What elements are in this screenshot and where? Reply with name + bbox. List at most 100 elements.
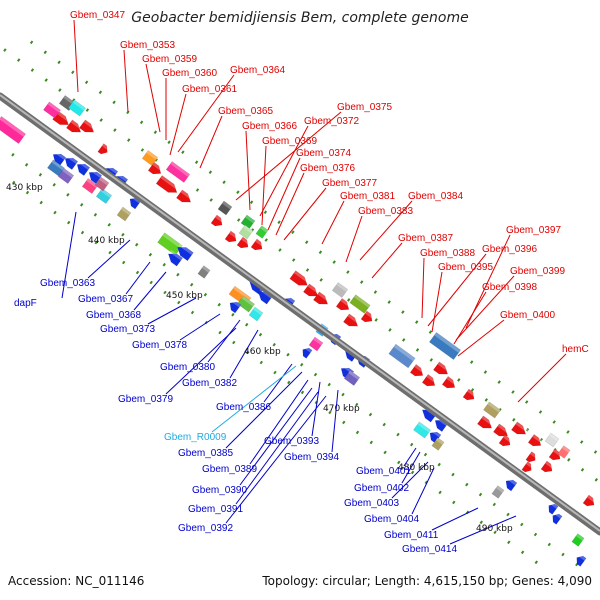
tick-mark xyxy=(25,190,30,195)
tick-mark xyxy=(396,432,400,437)
tick-mark xyxy=(194,160,199,165)
gene-feature xyxy=(155,175,180,193)
gene-feature xyxy=(79,119,97,133)
gene-feature xyxy=(255,225,269,239)
gene-shine xyxy=(414,364,426,374)
gene-label: Gbem_0361 xyxy=(182,84,237,95)
tick-mark xyxy=(98,90,103,95)
gene-arrow xyxy=(493,423,509,437)
gene-shine xyxy=(293,270,311,284)
gene-shine xyxy=(121,207,131,216)
leader-line xyxy=(267,157,301,231)
gene-arrow xyxy=(582,494,595,507)
tick-mark xyxy=(373,290,378,294)
tick-mark xyxy=(429,358,433,362)
gene-label: Gbem_0395 xyxy=(438,262,493,273)
genome-title: Geobacter bemidjiensis Bem, complete gen… xyxy=(131,10,469,26)
gene-feature xyxy=(43,101,61,119)
tick-mark xyxy=(341,392,345,397)
gene-shine xyxy=(146,150,158,160)
gene-arrow xyxy=(57,168,75,184)
leader-line xyxy=(427,253,487,327)
gene-arrow xyxy=(421,374,436,387)
gene-feature xyxy=(477,415,495,429)
leader-line xyxy=(321,200,345,245)
leader-line xyxy=(61,211,77,299)
leader-line xyxy=(391,461,429,499)
gene-arrow xyxy=(64,157,79,170)
gene-shine xyxy=(229,231,239,240)
gene-shine xyxy=(431,429,441,438)
tick-mark xyxy=(292,258,296,262)
tick-mark xyxy=(368,412,373,417)
gene-feature xyxy=(483,401,501,419)
tick-mark xyxy=(218,330,222,335)
gene-shine xyxy=(487,401,501,413)
gene-arrow xyxy=(548,448,561,461)
gene-feature xyxy=(197,265,211,279)
leader-line xyxy=(345,215,363,263)
tick-mark xyxy=(149,280,153,285)
gene-arrow xyxy=(441,376,456,389)
tick-mark xyxy=(44,78,48,82)
gene-label: Gbem_0372 xyxy=(304,116,359,127)
tick-mark xyxy=(457,378,461,382)
gene-shine xyxy=(160,175,180,191)
tick-mark xyxy=(497,380,501,384)
tick-mark xyxy=(272,342,276,347)
gene-shine xyxy=(575,533,585,541)
gene-feature xyxy=(167,249,183,267)
leader-line xyxy=(229,329,259,379)
gene-shine xyxy=(253,307,263,316)
tick-mark xyxy=(327,382,331,387)
gene-arrow xyxy=(250,238,263,251)
tick-mark xyxy=(231,312,235,317)
gene-shine xyxy=(336,282,348,292)
gene-arrow xyxy=(81,178,99,194)
gene-label: Gbem_0380 xyxy=(160,362,215,373)
gene-label: Gbem_0377 xyxy=(322,178,377,189)
gene-label: Gbem_0366 xyxy=(242,121,297,132)
gene-shine xyxy=(307,283,321,295)
gene-feature xyxy=(240,214,256,230)
gene-label: Gbem_0403 xyxy=(344,498,399,509)
tick-mark xyxy=(328,410,332,415)
tick-mark xyxy=(278,248,282,252)
gene-arrow xyxy=(255,225,269,239)
gene-shine xyxy=(101,143,111,151)
tick-mark xyxy=(107,222,111,227)
gene-feature xyxy=(349,294,371,314)
gene-shine xyxy=(56,111,72,124)
tick-mark xyxy=(347,298,351,302)
gene-feature xyxy=(413,421,431,439)
tick-mark xyxy=(153,130,158,135)
gene-shine xyxy=(62,168,74,178)
gene-shine xyxy=(0,116,26,137)
gene-feature xyxy=(57,168,75,184)
gene-label: Gbem_0414 xyxy=(402,544,457,555)
tick-mark xyxy=(258,332,263,337)
gene-shine xyxy=(317,291,331,303)
gene-label: Gbem_0368 xyxy=(86,310,141,321)
gene-arrow xyxy=(388,343,416,369)
leader-line xyxy=(225,395,327,524)
tick-mark xyxy=(66,192,70,197)
tick-mark xyxy=(58,88,62,92)
gene-label: Gbem_0402 xyxy=(354,483,409,494)
gene-arrow xyxy=(331,282,349,298)
tick-mark xyxy=(566,430,570,434)
gene-label: Gbem_0394 xyxy=(284,452,339,463)
tick-mark xyxy=(397,460,401,465)
gene-feature xyxy=(582,494,597,507)
tick-mark xyxy=(594,477,598,482)
leader-line xyxy=(235,391,319,505)
scale-label: 470 kbp xyxy=(323,404,360,414)
tick-mark xyxy=(507,540,511,545)
gene-shine xyxy=(51,159,65,171)
tick-mark xyxy=(512,417,516,422)
gene-shine xyxy=(503,435,513,444)
tick-mark xyxy=(437,462,441,467)
gene-feature xyxy=(147,162,164,175)
gene-feature xyxy=(303,283,321,297)
tick-mark xyxy=(525,427,530,432)
